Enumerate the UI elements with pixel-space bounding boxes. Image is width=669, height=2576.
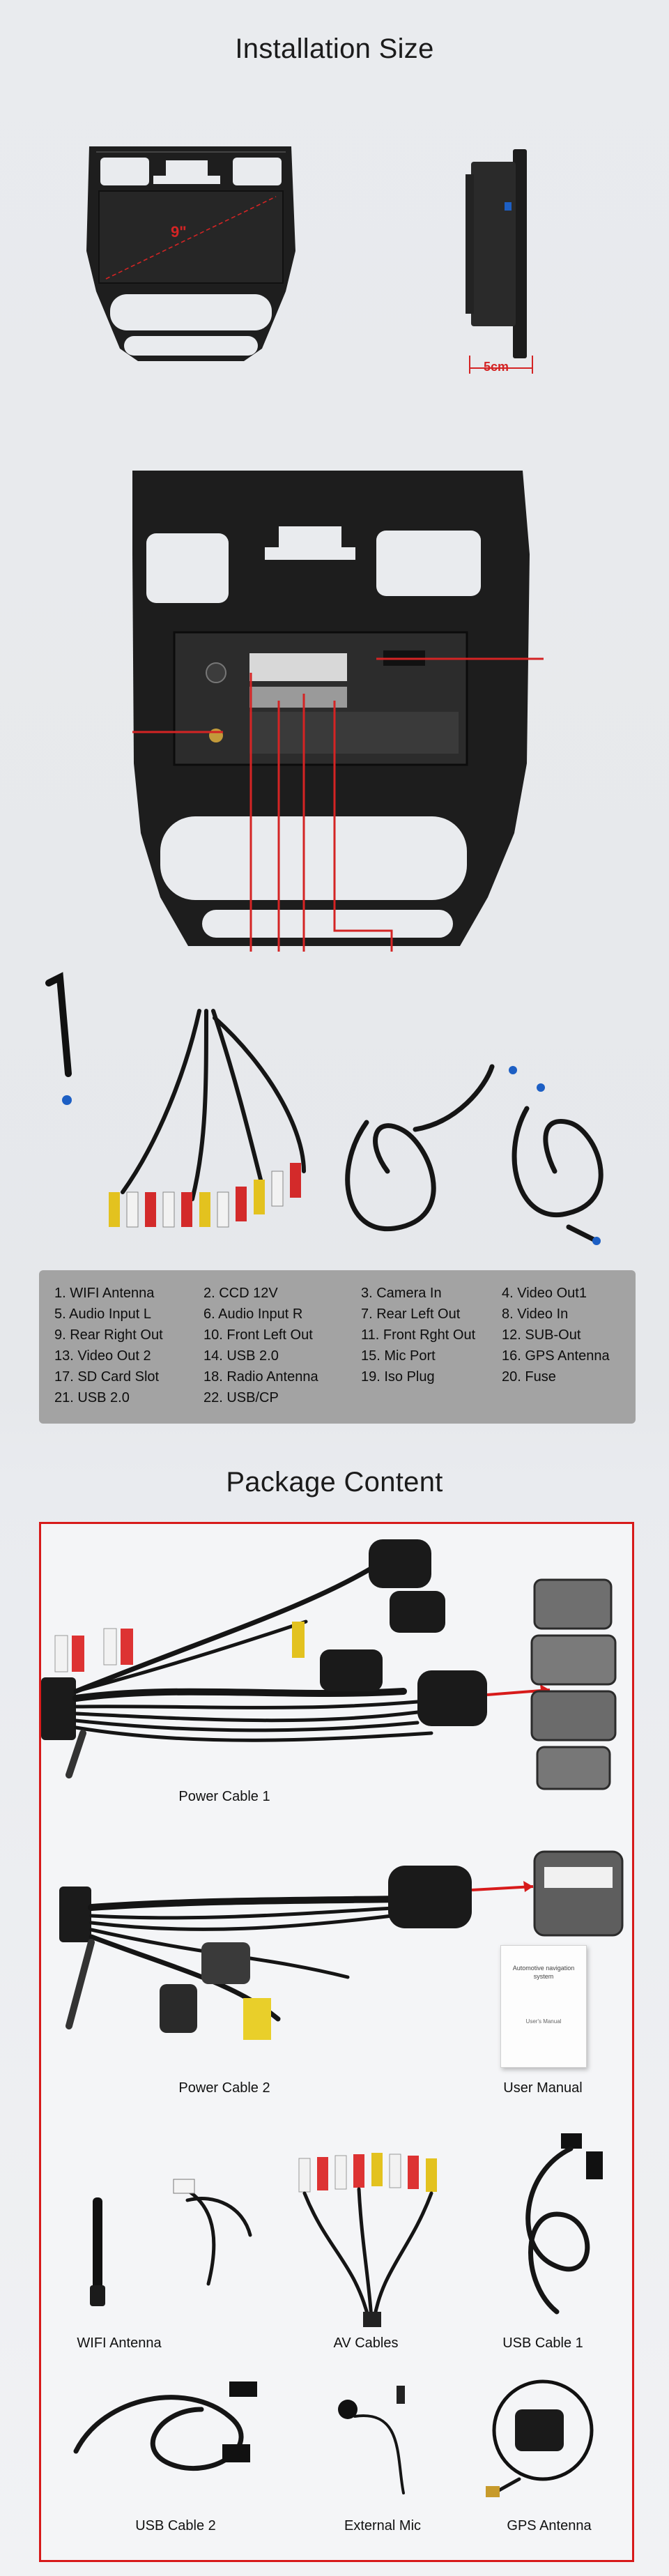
legend-item: 4. Video Out1 (502, 1286, 587, 1301)
legend-item: 19. Iso Plug (361, 1369, 435, 1385)
package-title: Package Content (226, 1467, 443, 1497)
rear-panel-view (132, 471, 544, 952)
wiring-harness-diagram (45, 972, 603, 1245)
external-mic-image (338, 2386, 405, 2494)
legend-item: 8. Video In (502, 1306, 569, 1322)
gps-antenna-image (486, 2379, 594, 2497)
legend-item: 5. Audio Input L (54, 1306, 152, 1322)
legend-item: 14. USB 2.0 (203, 1348, 279, 1364)
caption-power-cable-2: Power Cable 2 (178, 2080, 270, 2096)
caption-external-mic: External Mic (344, 2518, 422, 2533)
legend-item: 17. SD Card Slot (54, 1369, 160, 1385)
legend-item: 3. Camera In (361, 1286, 442, 1301)
caption-usb-cable-1: USB Cable 1 (502, 2335, 583, 2351)
legend-item: 22. USB/CP (203, 1390, 279, 1405)
legend-item: 7. Rear Left Out (361, 1306, 461, 1322)
caption-usb-cable-2: USB Cable 2 (135, 2518, 216, 2533)
usb-cable-1-image (525, 2133, 603, 2315)
screen-size-label: 9" (171, 223, 187, 241)
frame-front-view (86, 146, 295, 361)
legend-item: 13. Video Out 2 (54, 1348, 151, 1364)
wifi-cable-image (173, 2179, 252, 2286)
legend-item: 20. Fuse (502, 1369, 556, 1385)
caption-gps-antenna: GPS Antenna (507, 2518, 592, 2533)
usb-cable-2-image (73, 2381, 257, 2471)
legend-item: 18. Radio Antenna (203, 1369, 318, 1385)
power-cable-2-image (59, 1850, 624, 2040)
av-cables-image (298, 2153, 437, 2327)
caption-user-manual: User Manual (503, 2080, 583, 2096)
user-manual-image: Automotive navigation system User's Manu… (500, 1945, 587, 2068)
legend-item: 12. SUB-Out (502, 1327, 581, 1343)
legend-item: 11. Front Rght Out (361, 1327, 476, 1343)
legend-item: 1. WIFI Antenna (54, 1286, 155, 1301)
frame-side-view (466, 149, 533, 374)
power-cable-1-image (41, 1539, 617, 1790)
legend-item: 6. Audio Input R (203, 1306, 303, 1322)
caption-av-cables: AV Cables (333, 2335, 399, 2351)
caption-power-cable-1: Power Cable 1 (178, 1789, 270, 1804)
legend-item: 15. Mic Port (361, 1348, 436, 1364)
legend-item: 2. CCD 12V (203, 1286, 278, 1301)
legend-item: 9. Rear Right Out (54, 1327, 163, 1343)
legend-item: 10. Front Left Out (203, 1327, 313, 1343)
manual-cover-sub: User's Manual (525, 2018, 562, 2025)
legend-item: 16. GPS Antenna (502, 1348, 610, 1364)
installation-title: Installation Size (235, 33, 434, 64)
legend-item: 21. USB 2.0 (54, 1390, 130, 1405)
manual-cover-title: Automotive navigation system (512, 1965, 575, 1980)
depth-label: 5cm (484, 360, 509, 374)
wifi-antenna-image (90, 2197, 105, 2306)
package-content-box: Power Cable 1 Power Cable 2 Automotive n… (39, 1522, 634, 2562)
caption-wifi-antenna: WIFI Antenna (77, 2335, 162, 2351)
connector-legend: 1. WIFI Antenna 2. CCD 12V 3. Camera In … (39, 1270, 636, 1424)
